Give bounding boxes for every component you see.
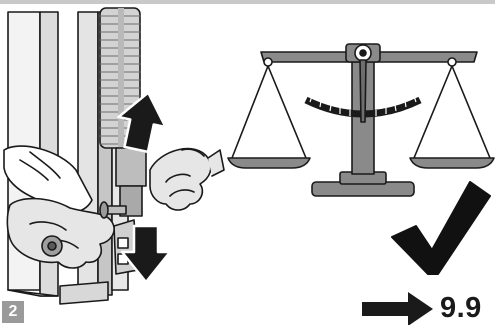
result-value: 9.9 (440, 292, 482, 324)
arrow-right-icon (362, 292, 433, 325)
balance-scale-icon (228, 44, 494, 196)
right-glove (150, 149, 224, 210)
step-number-badge: 2 (2, 301, 24, 323)
installation-scene (4, 8, 224, 304)
